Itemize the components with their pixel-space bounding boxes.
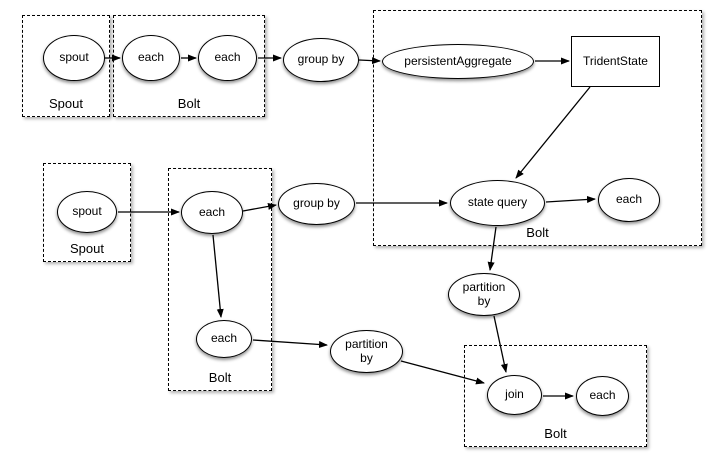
node-label-trident-state: TridentState: [583, 53, 648, 68]
node-each-4: each: [181, 191, 243, 234]
node-each-6: each: [576, 376, 629, 416]
node-label-spout-1: spout: [59, 50, 89, 65]
node-label-group-by-2: group by: [293, 196, 340, 211]
node-label-state-query: state query: [467, 195, 528, 210]
group-box-bolt-1: Bolt: [113, 15, 265, 117]
node-label-each-6: each: [589, 388, 616, 403]
node-label-each-1: each: [137, 50, 165, 65]
node-state-query: state query: [450, 180, 545, 226]
node-partition-by-1: partition by: [448, 273, 520, 316]
node-group-by-2: group by: [278, 183, 355, 225]
node-trident-state: TridentState: [571, 36, 660, 87]
node-group-by-1: group by: [283, 38, 359, 82]
group-label-bolt-3: Bolt: [544, 426, 567, 441]
node-label-each-5: each: [210, 331, 238, 346]
node-join: join: [487, 375, 542, 415]
node-each-1: each: [122, 35, 180, 81]
node-partition-by-2: partition by: [330, 330, 403, 373]
node-each-2: each: [198, 35, 257, 81]
group-box-bolt-2: Bolt: [168, 168, 272, 391]
node-label-spout-2: spout: [72, 204, 102, 219]
node-each-3: each: [598, 178, 660, 222]
group-box-bolt-3: Bolt: [464, 345, 647, 447]
group-label-bolt-2: Bolt: [208, 370, 232, 385]
node-label-partition-by-2: partition by: [345, 336, 388, 365]
group-label-bolt-main: Bolt: [526, 225, 549, 240]
group-label-spout-2: Spout: [70, 241, 104, 256]
node-each-5: each: [196, 320, 252, 358]
group-label-bolt-1: Bolt: [177, 96, 201, 111]
group-label-spout-1: Spout: [49, 96, 83, 111]
node-spout-1: spout: [43, 35, 105, 81]
group-box-spout-1: Spout: [22, 15, 110, 117]
node-label-each-3: each: [615, 192, 643, 207]
node-label-group-by-1: group by: [297, 52, 345, 67]
node-label-each-4: each: [198, 204, 226, 219]
node-label-join: join: [505, 387, 524, 402]
node-spout-2: spout: [57, 191, 117, 233]
group-box-bolt-main: Bolt: [373, 10, 702, 246]
node-label-partition-by-1: partition by: [462, 279, 506, 308]
node-label-each-2: each: [214, 50, 241, 65]
node-label-persistent-aggregate: persistentAggregate: [404, 53, 512, 68]
node-persistent-aggregate: persistentAggregate: [382, 44, 534, 79]
